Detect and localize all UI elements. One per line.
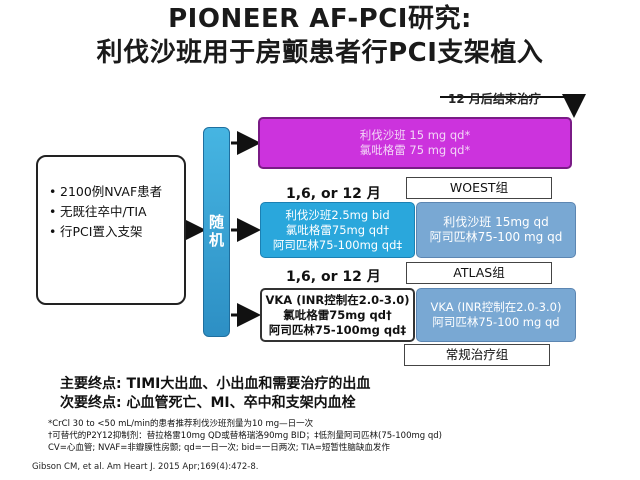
- primary-endpoint: 主要终点: TIMI大出血、小出血和需要治疗的出血: [60, 376, 371, 392]
- randomize-box: 随机: [203, 127, 230, 337]
- standard-phase2-drug-1: VKA (INR控制在2.0-3.0): [430, 300, 562, 314]
- standard-phase1-drug-2: 氯吡格雷75mg qd†: [283, 307, 392, 322]
- secondary-endpoint: 次要终点: 心血管死亡、MI、卒中和支架内血栓: [60, 395, 356, 411]
- endpoints-block: 主要终点: TIMI大出血、小出血和需要治疗的出血 次要终点: 心血管死亡、MI…: [60, 375, 370, 413]
- footnote-line: †可替代的P2Y12抑制剂：替拉格雷10mg QD或替格瑞洛90mg BID；‡…: [48, 431, 442, 441]
- patient-criteria-box: 2100例NVAF患者 无既往卒中/TIA 行PCI置入支架: [36, 155, 186, 305]
- standard-group-label: 常规治疗组: [404, 344, 550, 366]
- footnotes-block: *CrCl 30 to <50 mL/min的患者推荐利伐沙班剂量为10 mg—…: [48, 418, 442, 454]
- citation: Gibson CM, et al. Am Heart J. 2015 Apr;1…: [32, 462, 259, 472]
- atlas-phase1-box: 利伐沙班2.5mg bid 氯吡格雷75mg qd† 阿司匹林75-100mg …: [260, 202, 415, 258]
- standard-phase1-drug-1: VKA (INR控制在2.0-3.0): [265, 292, 410, 307]
- standard-phase2-drug-2: 阿司匹林75-100 mg qd: [432, 315, 560, 329]
- atlas-phase2-box: 利伐沙班 15mg qd 阿司匹林75-100 mg qd: [416, 202, 576, 258]
- atlas-phase2-drug-2: 阿司匹林75-100 mg qd: [429, 230, 563, 244]
- atlas-phase1-drug-2: 氯吡格雷75mg qd†: [285, 222, 390, 237]
- atlas-phase2-drug-1: 利伐沙班 15mg qd: [443, 215, 549, 229]
- standard-phase1-box: VKA (INR控制在2.0-3.0) 氯吡格雷75mg qd† 阿司匹林75-…: [260, 288, 415, 342]
- patient-criterion: 2100例NVAF患者: [49, 183, 178, 200]
- title-line-2: 利伐沙班用于房颤患者行PCI支架植入: [96, 38, 544, 68]
- atlas-phase1-drug-3: 阿司匹林75-100mg qd‡: [272, 237, 403, 252]
- woest-arm-box: 利伐沙班 15 mg qd* 氯吡格雷 75 mg qd*: [258, 117, 572, 169]
- standard-months-label: 1,6, or 12 月: [286, 269, 381, 285]
- standard-phase2-box: VKA (INR控制在2.0-3.0) 阿司匹林75-100 mg qd: [416, 288, 576, 342]
- footnote-line: CV=心血管; NVAF=非瓣膜性房颤; qd=一日一次; bid=一日两次; …: [48, 443, 390, 453]
- woest-drug-2: 氯吡格雷 75 mg qd*: [359, 143, 471, 157]
- woest-group-label: WOEST组: [406, 177, 552, 199]
- end-of-treatment-note: 12 月后结束治疗: [448, 92, 541, 106]
- atlas-phase1-drug-1: 利伐沙班2.5mg bid: [285, 207, 390, 222]
- atlas-months-label: 1,6, or 12 月: [286, 186, 381, 202]
- footnote-line: *CrCl 30 to <50 mL/min的患者推荐利伐沙班剂量为10 mg—…: [48, 419, 314, 429]
- patient-criterion: 无既往卒中/TIA: [49, 203, 178, 220]
- woest-drug-1: 利伐沙班 15 mg qd*: [359, 128, 471, 142]
- standard-phase1-drug-3: 阿司匹林75-100mg qd‡: [268, 322, 407, 337]
- patient-criterion: 行PCI置入支架: [49, 223, 178, 240]
- atlas-group-label: ATLAS组: [406, 262, 552, 284]
- title-line-1: PIONEER AF-PCI研究:: [168, 4, 472, 34]
